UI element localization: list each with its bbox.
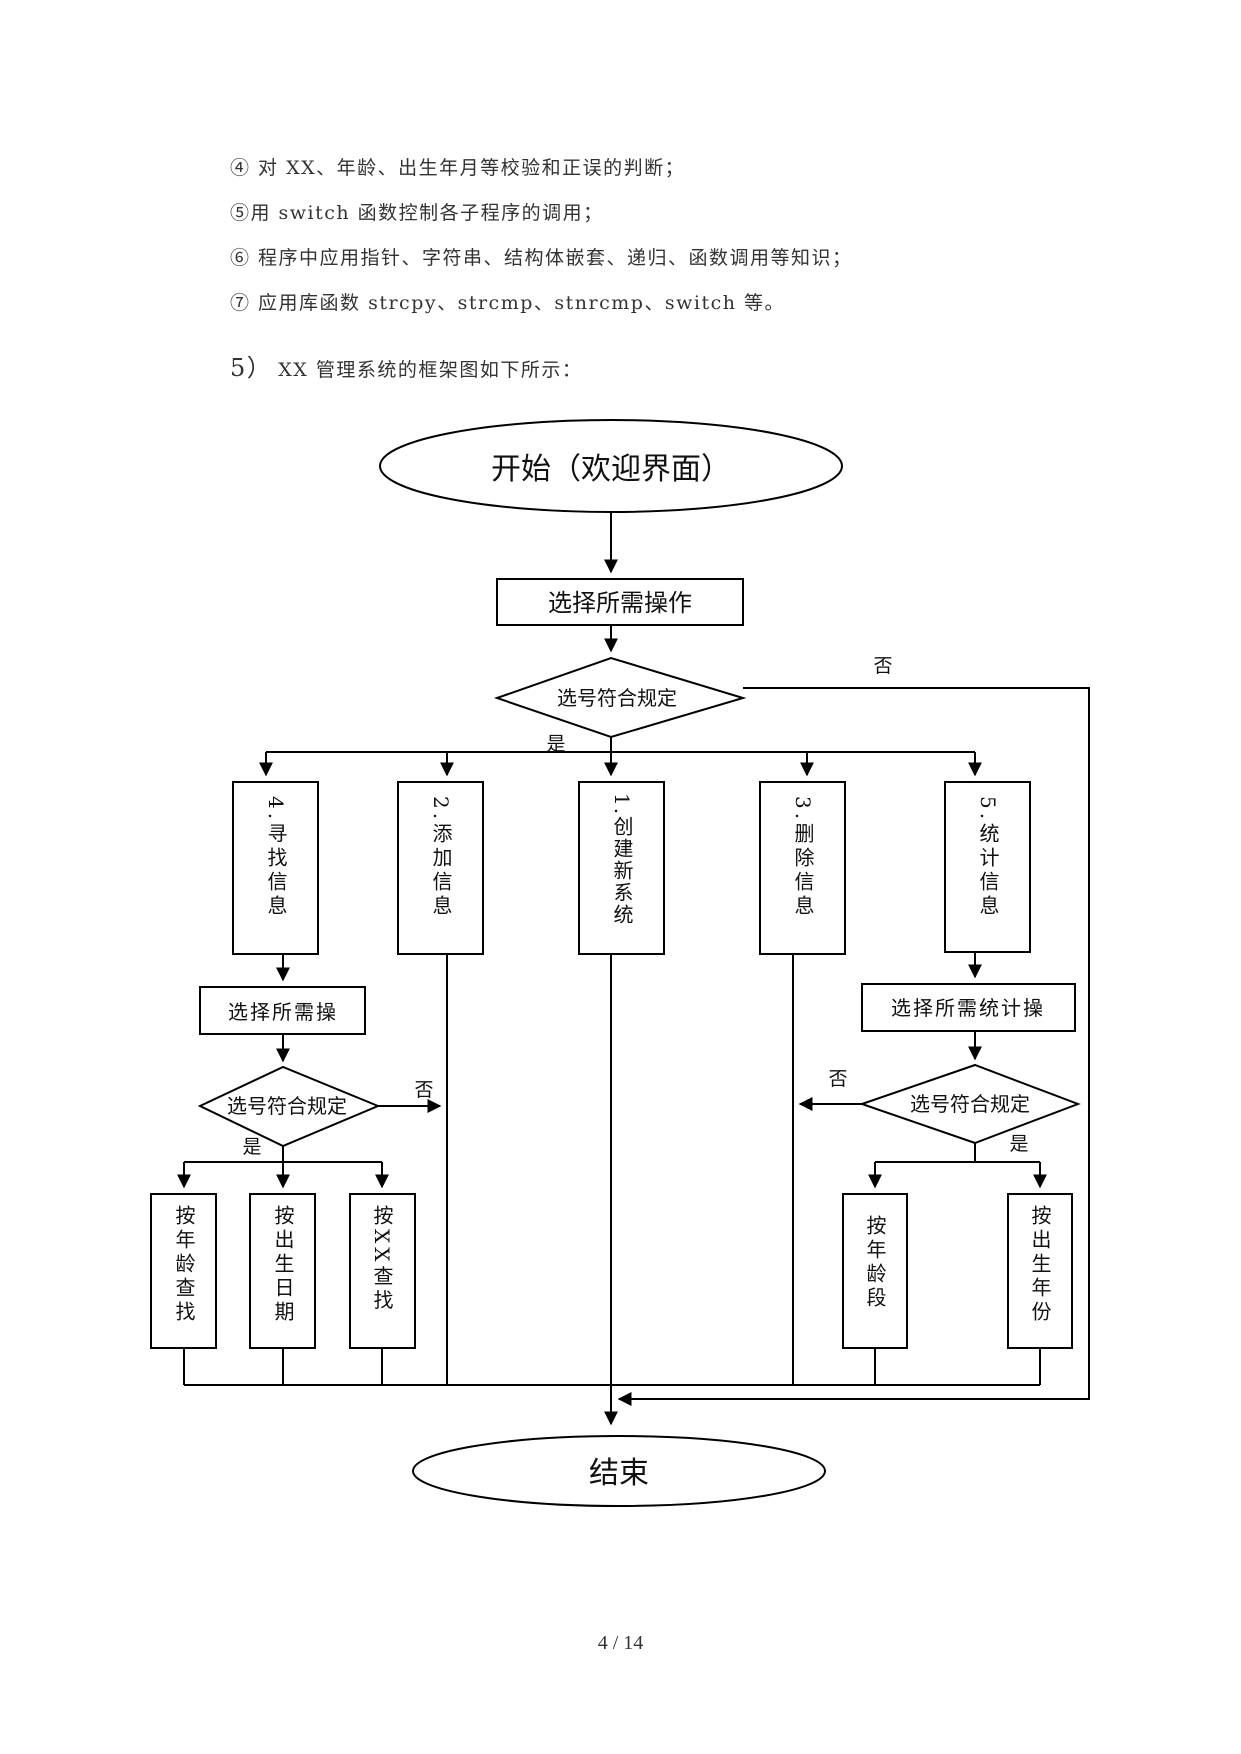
start-label: 开始（欢迎界面） [491, 452, 731, 487]
end-node [412, 1435, 826, 1507]
search-by-xx-label: 按XX查找 [370, 1205, 394, 1314]
section-number: 5） [230, 354, 273, 382]
select-op-box [496, 578, 744, 626]
select-op-label: 选择所需操作 [548, 589, 692, 617]
check-decision [493, 656, 747, 739]
search-by-age-box [150, 1193, 217, 1349]
stats-check-decision [858, 1063, 1081, 1145]
search-check-label: 选号符合规定 [227, 1094, 347, 1118]
search-select-label: 选择所需操 [228, 1000, 338, 1024]
menu-box-add [397, 781, 484, 955]
page-number: 4 / 14 [597, 1632, 644, 1654]
check-label: 选号符合规定 [557, 686, 677, 710]
menu-label-delete: 3.删除信息 [791, 796, 815, 919]
menu-box-search [232, 781, 319, 955]
menu-box-delete [759, 781, 846, 955]
menu-box-create [578, 781, 665, 955]
stats-check-label: 选号符合规定 [910, 1092, 1030, 1116]
stats-by-birth-year-label: 按出生年份 [1028, 1205, 1052, 1325]
search-by-xx-box [349, 1193, 416, 1349]
section-heading: 5）XX 管理系统的框架图如下所示： [230, 348, 582, 383]
section-title: XX 管理系统的框架图如下所示： [278, 359, 583, 381]
no-label-main: 否 [873, 655, 892, 677]
stats-no-label: 否 [828, 1068, 847, 1090]
text-line-4: ④ 对 XX、年龄、出生年月等校验和正误的判断； [230, 157, 686, 179]
stats-select-label: 选择所需统计操 [891, 996, 1045, 1020]
stats-by-age-range-label: 按年龄段 [863, 1215, 887, 1311]
search-no-label: 否 [414, 1079, 433, 1101]
search-yes-label: 是 [242, 1136, 261, 1158]
stats-by-birth-year-box [1007, 1193, 1073, 1349]
menu-box-stats [944, 781, 1031, 953]
stats-select-box [861, 983, 1076, 1032]
text-line-7: ⑦ 应用库函数 strcpy、strcmp、stnrcmp、switch 等。 [230, 292, 786, 314]
yes-label-main: 是 [546, 733, 565, 755]
search-by-birth-date-label: 按出生日期 [271, 1205, 295, 1325]
end-label: 结束 [589, 1456, 649, 1491]
text-line-5: ⑤用 switch 函数控制各子程序的调用； [230, 202, 604, 224]
menu-label-search: 4.寻找信息 [264, 796, 288, 919]
menu-label-create: 1.创建新系统 [610, 793, 634, 926]
text-line-6: ⑥ 程序中应用指针、字符串、结构体嵌套、递归、函数调用等知识； [230, 247, 853, 269]
search-by-age-label: 按年龄查找 [172, 1205, 196, 1325]
menu-label-add: 2.添加信息 [429, 796, 453, 919]
menu-label-stats: 5.统计信息 [976, 796, 1000, 919]
search-by-birth-date-box [249, 1193, 316, 1349]
stats-yes-label: 是 [1009, 1133, 1028, 1155]
